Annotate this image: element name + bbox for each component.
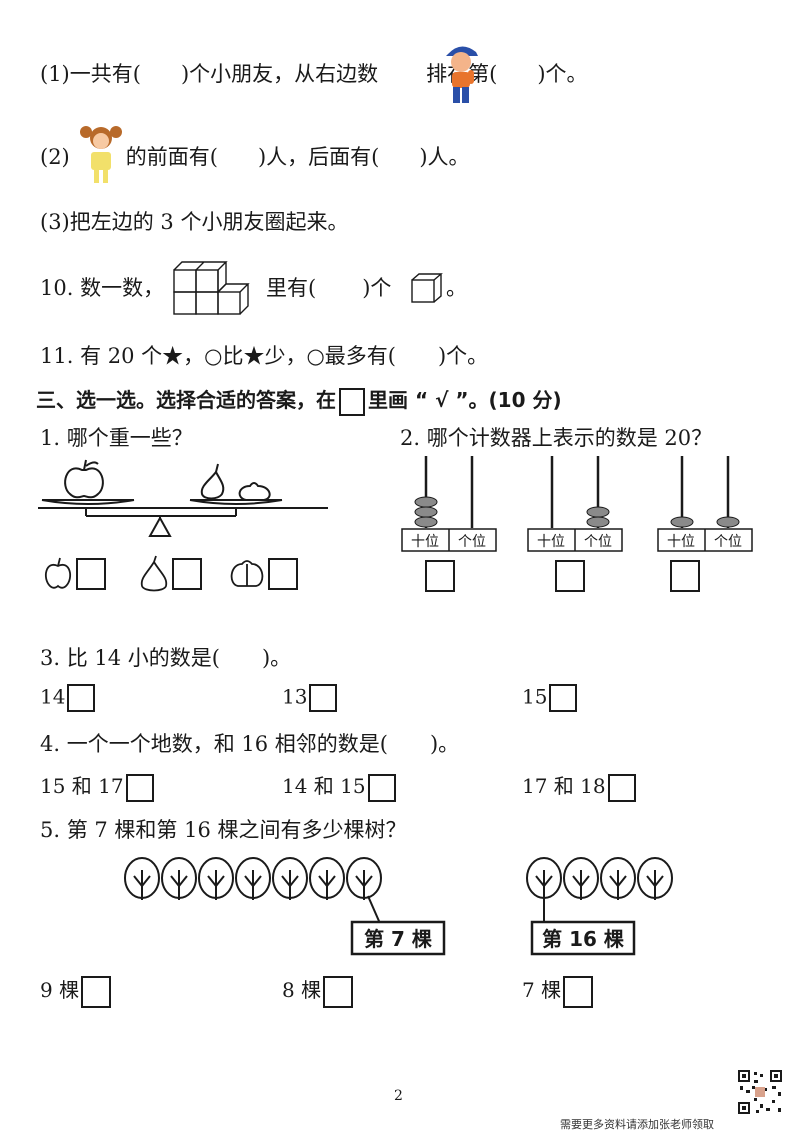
abacus-bead — [670, 516, 694, 528]
abacus-bead — [716, 516, 740, 528]
s1-option-peach[interactable] — [226, 556, 298, 592]
tree-icon — [600, 857, 636, 900]
abacus-group: 十位 个位 十位 个位 十位 个位 — [401, 456, 753, 552]
tens-place-label: 十位 — [667, 534, 695, 550]
trees-illustration: 第 7 棵 第 16 棵 — [124, 857, 673, 956]
tree-icon — [235, 857, 271, 900]
s2-title: 2. 哪个计数器上表示的数是 20？ — [400, 426, 713, 450]
s2-answer-box-3[interactable] — [670, 560, 700, 592]
answer-box[interactable] — [323, 975, 354, 1008]
label-box-right — [530, 920, 636, 956]
answer-box[interactable] — [309, 684, 338, 712]
tree-icon — [272, 857, 308, 900]
answer-box[interactable] — [563, 975, 594, 1008]
answer-box-sample — [339, 387, 365, 416]
s3-option-1[interactable]: 14 — [40, 684, 96, 712]
abacus-bead — [414, 506, 438, 518]
answer-box[interactable] — [67, 684, 96, 712]
q10-middle: 里有()个 — [266, 276, 392, 300]
q9-part3: (3)把左边的 3 个小朋友圈起来。 — [40, 210, 349, 234]
q10-suffix: 。 — [446, 276, 467, 300]
tree-label-left: 第 7 棵 — [364, 927, 432, 951]
label-box-left — [350, 920, 446, 956]
q9-part2: (2)的前面有()人，后面有()人。 — [40, 145, 470, 169]
abacus-bead — [414, 516, 438, 528]
s3-option-2[interactable]: 13 — [282, 684, 338, 712]
s1-option-pear[interactable] — [136, 554, 202, 594]
s2-answer-box-2[interactable] — [555, 560, 585, 592]
answer-box[interactable] — [125, 773, 154, 802]
s1-title: 1. 哪个重一些？ — [40, 426, 193, 450]
tree-icon — [526, 857, 562, 900]
cube-stack-icon — [173, 261, 250, 315]
footer-note: 需要更多资料请添加张老师领取 — [560, 1118, 714, 1131]
answer-box[interactable] — [607, 773, 636, 802]
answer-box[interactable] — [268, 558, 298, 590]
tree-icon — [198, 857, 234, 900]
balance-scale-illustration — [38, 459, 328, 537]
ones-place-label: 个位 — [584, 534, 612, 550]
tree-icon — [161, 857, 197, 900]
q9-part1: (1)一共有()个小朋友，从右边数排在第()个。 — [40, 62, 588, 86]
apple-icon — [64, 467, 104, 499]
tens-place-label: 十位 — [537, 534, 565, 550]
apple-icon — [44, 557, 72, 589]
tens-place-label: 十位 — [411, 534, 439, 550]
girl-icon — [80, 126, 122, 183]
abacus-bead — [414, 496, 438, 508]
answer-box[interactable] — [76, 558, 106, 590]
peach-icon — [238, 482, 271, 501]
section3-heading: 三、选一选。选择合适的答案，在里画 “ √ ”。(10 分) — [36, 386, 562, 416]
pear-icon — [200, 470, 225, 500]
qr-code-icon — [736, 1068, 784, 1116]
abacus-bead — [586, 516, 610, 528]
ones-place-label: 个位 — [714, 534, 742, 550]
abacus-3: 十位 个位 — [657, 456, 753, 552]
s4-option-2[interactable]: 14 和 15 — [282, 770, 396, 802]
s5-option-1[interactable]: 9 棵 — [40, 974, 112, 1008]
tree-icon — [124, 857, 160, 900]
answer-box[interactable] — [172, 558, 202, 590]
abacus-bead — [586, 506, 610, 518]
answer-box[interactable] — [367, 773, 396, 802]
tree-icon — [637, 857, 673, 900]
s1-option-apple[interactable] — [40, 556, 106, 592]
tree-icon — [309, 857, 345, 900]
peach-icon — [230, 560, 264, 587]
tree-icon — [563, 857, 599, 900]
s4-option-1[interactable]: 15 和 17 — [40, 770, 154, 802]
tree-icon — [346, 857, 382, 900]
abacus-1: 十位 个位 — [401, 456, 497, 552]
page-number: 2 — [394, 1088, 403, 1104]
abacus-2: 十位 个位 — [527, 456, 623, 552]
q11: 11. 有 20 个★，○比★少，○最多有( )个。 — [40, 344, 489, 368]
pear-icon — [140, 555, 168, 592]
ones-place-label: 个位 — [458, 534, 486, 550]
s3-title: 3. 比 14 小的数是( )。 — [40, 646, 292, 670]
q10-prefix: 10. 数一数， — [40, 276, 165, 300]
s5-option-2[interactable]: 8 棵 — [282, 974, 354, 1008]
tree-label-right: 第 16 棵 — [542, 927, 624, 951]
s5-option-3[interactable]: 7 棵 — [522, 974, 594, 1008]
s5-title: 5. 第 7 棵和第 16 棵之间有多少棵树？ — [40, 818, 407, 842]
answer-box[interactable] — [549, 684, 578, 712]
s3-option-3[interactable]: 15 — [522, 684, 578, 712]
s4-title: 4. 一个一个地数，和 16 相邻的数是( )。 — [40, 732, 460, 756]
s4-option-3[interactable]: 17 和 18 — [522, 770, 636, 802]
answer-box[interactable] — [81, 975, 112, 1008]
single-cube-icon — [411, 273, 443, 303]
boy-with-cap-icon — [446, 46, 478, 103]
s2-answer-box-1[interactable] — [425, 560, 455, 592]
